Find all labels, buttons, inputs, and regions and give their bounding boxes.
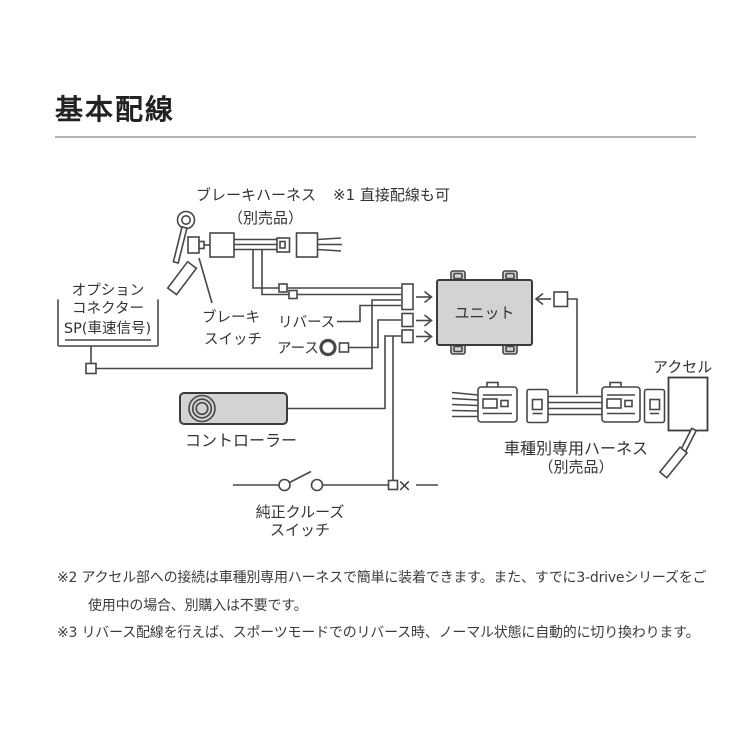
- unit-box: [436, 279, 533, 346]
- harness-connector-a: [477, 381, 518, 423]
- arrow-right-icon: [424, 314, 433, 327]
- brake-switch-pointer-line: [198, 257, 213, 304]
- page-title: 基本配線: [55, 93, 176, 126]
- title-divider: [55, 136, 696, 138]
- footnote-2-line-1: ※2 アクセル部への接続は車種別専用ハーネスで簡単に装着できます。また、すでに3…: [57, 570, 707, 586]
- harness-connector-c: [601, 381, 641, 423]
- accelerator-box: [667, 376, 709, 432]
- brake-harness-label: ブレーキハーネス: [196, 186, 316, 204]
- arrow-right-icon: [424, 330, 433, 343]
- unit-label: ユニット: [454, 304, 514, 322]
- option-connector-label-1: オプション: [72, 282, 145, 299]
- brake-switch-label-1: ブレーキ: [202, 308, 260, 326]
- inline-connector-square: [278, 283, 288, 293]
- harness-connector-d: [643, 388, 666, 424]
- brake-pedal-icon: [166, 210, 198, 296]
- reverse-wire: [337, 304, 401, 323]
- sold-separately-bottom-label: （別売品）: [538, 458, 613, 476]
- oem-cruise-label-2: スイッチ: [270, 521, 330, 539]
- oem-cruise-switch-drawing: [233, 336, 438, 492]
- reverse-label: リバース: [278, 315, 335, 331]
- switch-contact-icon: [310, 478, 324, 492]
- option-connector-label-2: コネクター: [72, 300, 144, 317]
- controller-label: コントローラー: [185, 431, 297, 450]
- unit-drawing: ユニット: [436, 270, 533, 355]
- cross-mark: ×: [397, 476, 412, 496]
- footnote-3: ※3 リバース配線を行えば、スポーツモードでのリバース時、ノーマル状態に自動的に…: [57, 625, 700, 641]
- controller-drawing: [179, 335, 401, 425]
- accelerator-label: アクセル: [653, 358, 712, 376]
- unit-output-connector: [553, 291, 578, 394]
- brake-switch-label-2: スイッチ: [204, 332, 262, 348]
- inline-connector-square: [387, 479, 399, 491]
- option-connector-sp: [57, 299, 401, 375]
- footnote-2-line-2: 使用中の場合、別購入は不要です。: [88, 598, 308, 614]
- flow-arrows: [416, 290, 551, 343]
- accelerator-pedal-icon: [658, 427, 698, 479]
- ground-label: アース: [277, 341, 319, 357]
- ground-ring-terminal: [319, 319, 401, 357]
- inline-connector-square: [85, 362, 97, 375]
- oem-cruise-label-1: 純正クルーズ: [256, 503, 345, 521]
- brake-wires: [252, 250, 401, 300]
- unit-tab: [450, 270, 518, 355]
- vehicle-harness-label: 車種別専用ハーネス: [504, 439, 648, 458]
- switch-contact-icon: [278, 478, 291, 492]
- inline-connector-square: [288, 289, 298, 300]
- arrow-right-icon: [424, 290, 433, 304]
- vehicle-harness-drawing: [451, 376, 709, 432]
- controller-dial-icon: [188, 394, 216, 423]
- harness-connector-b: [526, 388, 549, 424]
- brake-harness-note-label: ※1 直接配線も可: [333, 186, 450, 204]
- brake-harness-drawing: [187, 232, 342, 258]
- unit-input-connectors: [401, 283, 414, 344]
- sold-separately-top-label: （別売品）: [228, 209, 303, 227]
- arrow-left-icon: [534, 292, 544, 306]
- option-connector-label-3: SP(車速信号): [64, 320, 151, 337]
